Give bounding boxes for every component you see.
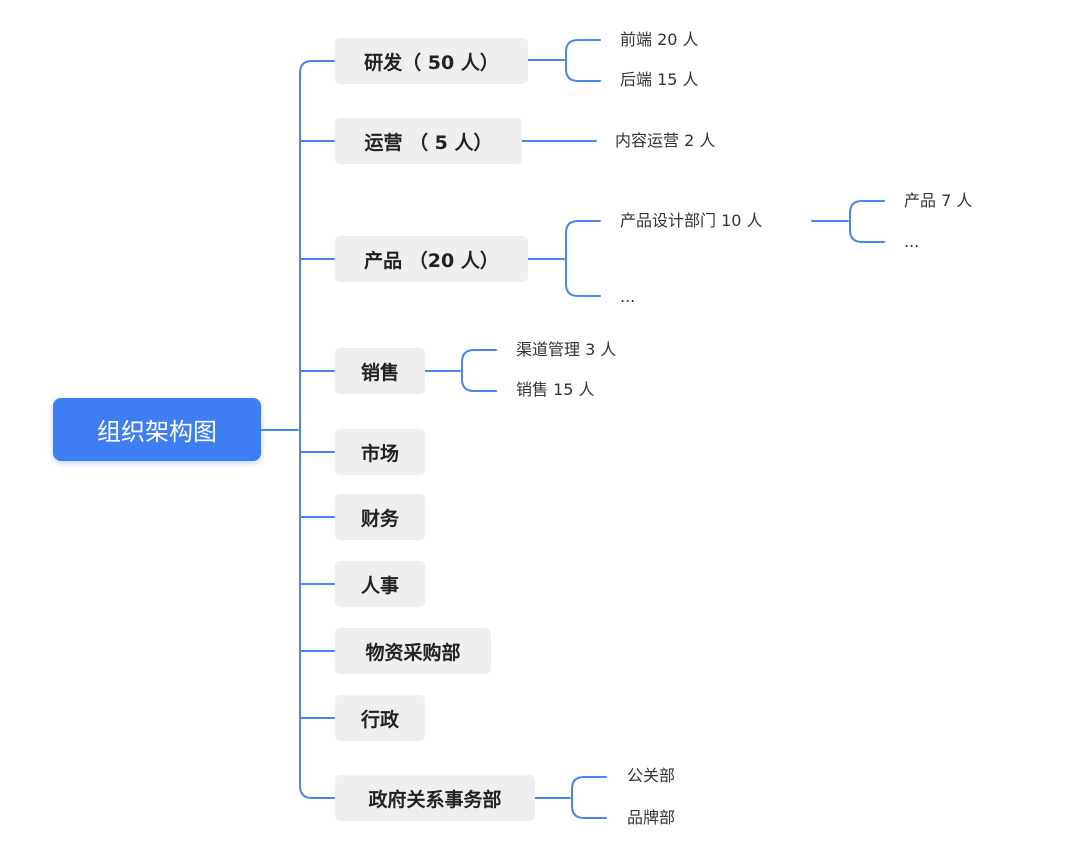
dept-node-label: 销售 xyxy=(360,361,399,384)
dept-node-sales[interactable]: 销售 xyxy=(335,348,425,394)
dept-node-label: 财务 xyxy=(360,507,399,530)
root-node-label: 组织架构图 xyxy=(97,418,217,446)
dept-node-gov[interactable]: 政府关系事务部 xyxy=(335,775,535,821)
leaf-node-product-more[interactable]: ... xyxy=(618,287,638,307)
dept-node-label: 研发（ 50 人） xyxy=(364,51,499,74)
leaf-node-product-7[interactable]: 产品 7 人 xyxy=(902,191,975,211)
dept-node-rd[interactable]: 研发（ 50 人） xyxy=(335,38,528,84)
connector-rd-bracket xyxy=(565,39,601,82)
connector-product-bracket xyxy=(565,220,601,297)
dept-node-label: 人事 xyxy=(360,574,399,597)
leaf-node-sales-15[interactable]: 销售 15 人 xyxy=(514,380,597,400)
dept-node-finance[interactable]: 财务 xyxy=(335,494,425,540)
dept-node-market[interactable]: 市场 xyxy=(335,429,425,475)
dept-node-hr[interactable]: 人事 xyxy=(335,561,425,607)
leaf-node-brand[interactable]: 品牌部 xyxy=(625,808,678,828)
leaf-node-product-design[interactable]: 产品设计部门 10 人 xyxy=(618,211,765,231)
connector-trunk xyxy=(299,60,335,799)
connector-sales-bracket xyxy=(461,349,497,392)
dept-node-label: 市场 xyxy=(360,442,399,465)
leaf-node-channel-mgmt[interactable]: 渠道管理 3 人 xyxy=(514,340,619,360)
dept-node-procurement[interactable]: 物资采购部 xyxy=(335,628,491,674)
dept-node-product[interactable]: 产品 （20 人） xyxy=(335,236,528,282)
dept-node-label: 行政 xyxy=(360,708,399,731)
dept-node-label: 运营 （ 5 人） xyxy=(364,131,493,154)
dept-node-label: 产品 （20 人） xyxy=(364,249,499,272)
connector-design-bracket xyxy=(849,200,885,243)
leaf-node-design-more[interactable]: ... xyxy=(902,232,922,252)
root-node[interactable]: 组织架构图 xyxy=(53,398,261,461)
leaf-node-pr[interactable]: 公关部 xyxy=(625,766,678,786)
leaf-node-frontend[interactable]: 前端 20 人 xyxy=(618,30,701,50)
dept-node-ops[interactable]: 运营 （ 5 人） xyxy=(335,118,522,164)
leaf-node-content-ops[interactable]: 内容运营 2 人 xyxy=(613,131,718,151)
dept-node-label: 物资采购部 xyxy=(365,641,461,664)
dept-node-label: 政府关系事务部 xyxy=(368,788,502,811)
dept-node-admin[interactable]: 行政 xyxy=(335,695,425,741)
connector-gov-bracket xyxy=(571,776,607,819)
leaf-node-backend[interactable]: 后端 15 人 xyxy=(618,70,701,90)
